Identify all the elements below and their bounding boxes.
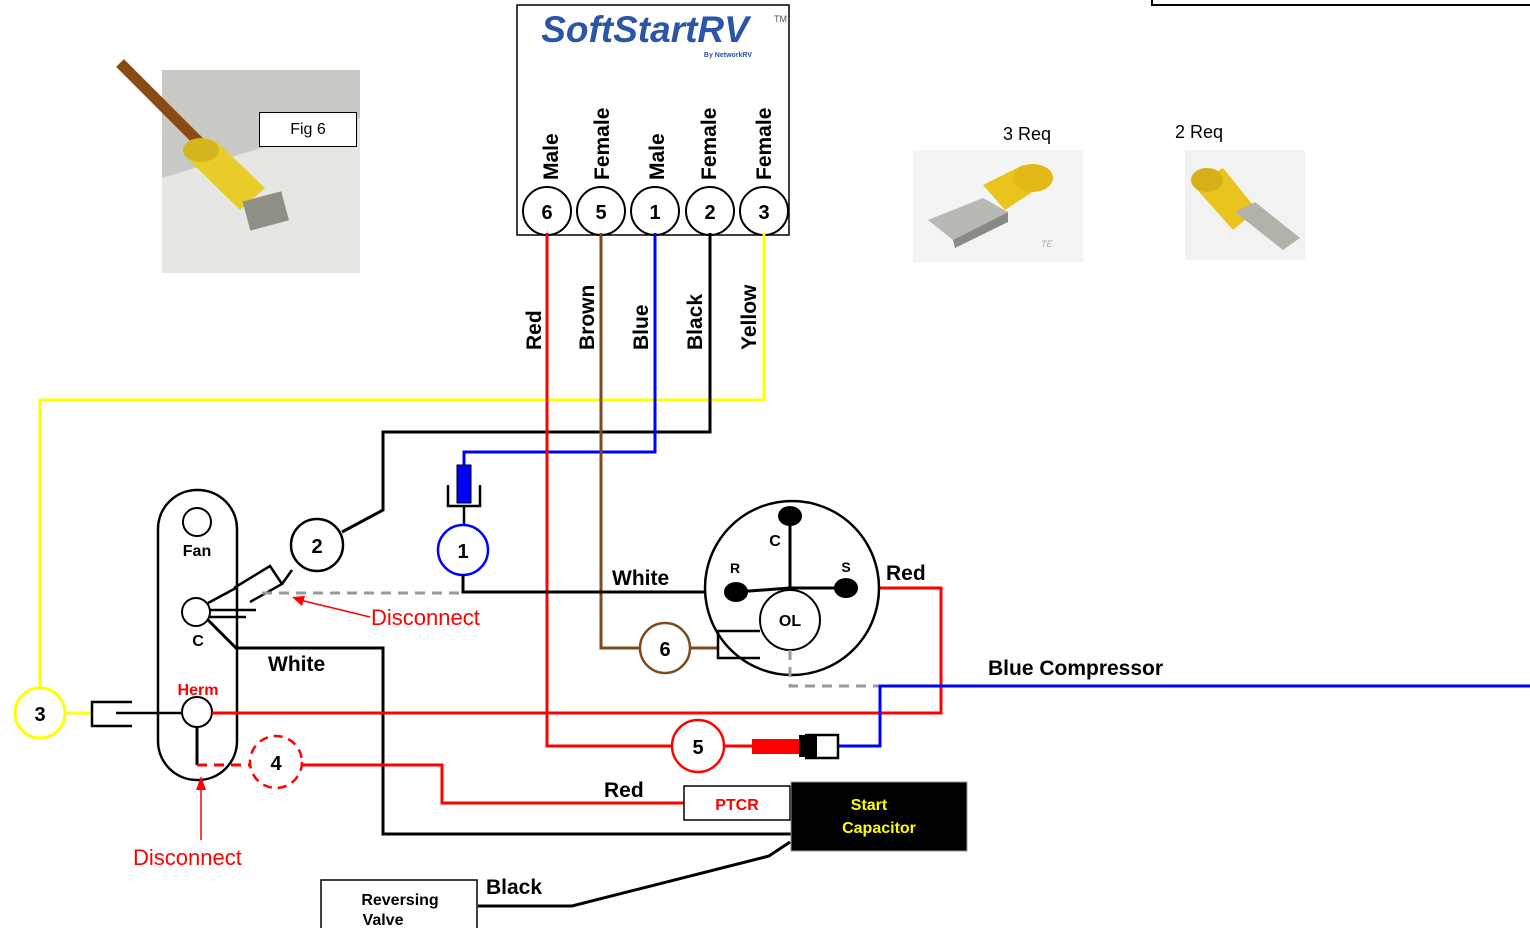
wire-white-run: [461, 575, 733, 594]
herm-label: Herm: [178, 682, 219, 699]
connection-5-number: 5: [692, 737, 703, 759]
connection-4: [248, 734, 304, 790]
wire-red-herm: [212, 586, 943, 715]
reversing-valve-box: [320, 879, 478, 928]
gender-label-5: Female: [591, 108, 614, 180]
terminal-on-c: [233, 564, 284, 604]
wire-label-red: Red: [523, 310, 546, 350]
req-male-caption: 2 Req: [1175, 122, 1223, 142]
connection-3-number: 3: [34, 704, 45, 726]
connection-1-number: 1: [457, 541, 468, 563]
compressor-r-label: R: [730, 560, 740, 576]
male-terminal-photo: [1185, 150, 1305, 260]
connection-2: [289, 517, 345, 573]
label-black: Black: [486, 876, 542, 899]
wire-blue-compressor: [838, 684, 1530, 748]
wire-label-blue: Blue: [630, 304, 653, 350]
fig6-photo: [116, 59, 360, 273]
wire-disconnected-ol: [788, 650, 880, 688]
ptcr-box: [683, 785, 791, 821]
wire-black-2: [341, 233, 712, 534]
softstart-logo-tm: TM: [774, 14, 787, 24]
wire-blue-1: [462, 233, 657, 470]
wire-brown: [599, 233, 640, 650]
label-red-ptcr: Red: [604, 779, 644, 802]
disconnect-label-1: Disconnect: [371, 605, 480, 630]
female-terminal-photo: TE: [913, 150, 1083, 262]
gender-label-6: Male: [540, 133, 563, 180]
wire-white-c: [206, 618, 795, 836]
wire-black-reversing: [478, 840, 791, 908]
wire-red-6: [545, 233, 672, 748]
terminal-1-number: 1: [649, 202, 660, 224]
terminal-3-number: 3: [758, 202, 769, 224]
connector-5-sleeve: [752, 739, 810, 754]
common-label: C: [192, 633, 204, 650]
top-right-box-edge: [1151, 0, 1530, 6]
connection-4-number: 4: [270, 753, 282, 775]
fig6-label-box: Fig 6: [259, 112, 357, 147]
connection-6-number: 6: [659, 639, 670, 661]
compressor-s-label: S: [841, 559, 850, 575]
overload-label: OL: [779, 613, 801, 630]
gender-label-1: Male: [646, 133, 669, 180]
start-capacitor: [790, 781, 968, 852]
wire-label-yellow: Yellow: [738, 284, 761, 350]
terminal-5-number: 5: [595, 202, 606, 224]
terminal-on-herm-bracket: [90, 700, 132, 728]
herm-terminal: [181, 696, 213, 728]
reversing-line1: Reversing: [361, 892, 438, 909]
connector-5-bracket: [805, 733, 840, 760]
terminal-2-number: 2: [704, 202, 715, 224]
req-female-caption: 3 Req: [1003, 124, 1051, 144]
label-blue-compressor: Blue Compressor: [988, 657, 1163, 680]
compressor-c-label: C: [769, 533, 781, 550]
label-white-run: White: [612, 567, 669, 590]
fig6-label: Fig 6: [290, 120, 326, 138]
softstart-logo-sub: By NetworkRV: [704, 52, 752, 59]
ptcr-label: PTCR: [715, 797, 759, 814]
label-red-s: Red: [886, 562, 926, 585]
connector-1-sleeve: [456, 464, 472, 504]
reversing-line2: Valve: [363, 912, 404, 928]
softstart-terminals: 6 5 1 2 3: [522, 186, 789, 236]
softstart-logo: SoftStartRV: [541, 9, 752, 50]
wire-red-ptcr: [302, 763, 684, 805]
fan-label: Fan: [183, 543, 211, 560]
gender-label-2: Female: [698, 108, 721, 180]
compressor-c-pin: [778, 506, 802, 526]
disconnect-arrow-1: [299, 599, 371, 618]
start-cap-line2: Capacitor: [842, 820, 916, 837]
te-mark: TE: [1041, 239, 1053, 249]
terminal-6-number: 6: [541, 202, 552, 224]
connection-2-number: 2: [311, 536, 322, 558]
wire-label-black: Black: [684, 294, 707, 350]
disconnect-label-2: Disconnect: [133, 845, 242, 870]
gender-label-3: Female: [753, 108, 776, 180]
start-cap-line1: Start: [851, 797, 888, 814]
wire-yellow: [38, 233, 766, 688]
terminal-on-ol-bracket: [716, 629, 760, 660]
wire-label-brown: Brown: [576, 285, 599, 350]
label-white-c: White: [268, 653, 325, 676]
common-terminal: [181, 597, 211, 627]
run-capacitor: [156, 488, 239, 782]
fan-terminal: [182, 507, 212, 537]
